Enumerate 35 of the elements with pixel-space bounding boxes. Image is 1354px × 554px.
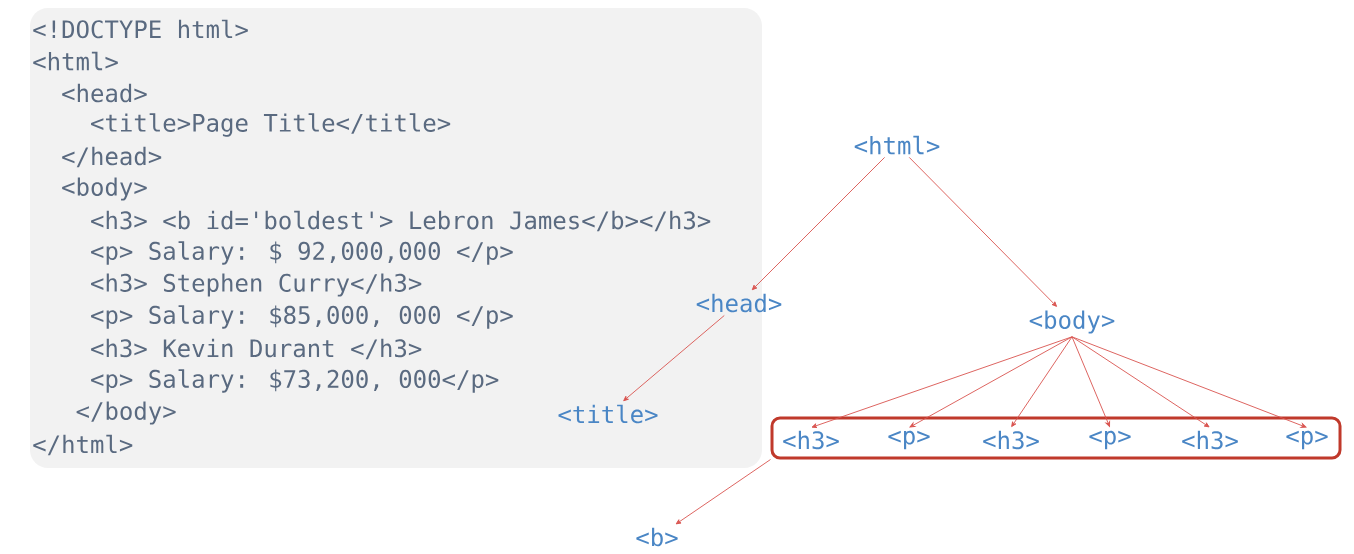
tag-label: <p> (1089, 430, 1131, 450)
tag-label: <p> (888, 430, 930, 450)
arrow (1071, 336, 1307, 428)
code-line: <!DOCTYPE html> (33, 19, 248, 39)
arrow (1071, 336, 1111, 427)
code-line: </head> (62, 146, 162, 168)
tag-label: <h3> (983, 430, 1039, 450)
code-line: <head> (62, 83, 147, 103)
tag-label: <body> (1029, 310, 1115, 334)
code-line: <title>Page Title</title> (91, 113, 451, 137)
tag-label: <title> (558, 404, 658, 424)
code-line: <p> Salary: $ 92,000,000 </p> (91, 241, 513, 265)
tag-label: <h3> (1182, 430, 1238, 450)
highlight-box (770, 416, 1342, 460)
arrow (908, 156, 1058, 307)
arrow (909, 336, 1073, 428)
code-line: <body> (62, 177, 147, 201)
code-line: <p> Salary: $85,000, 000 </p> (91, 305, 513, 329)
tag-label: <head> (696, 293, 782, 313)
arrow (1071, 336, 1210, 428)
arrow (623, 315, 725, 402)
code-line: <h3> Kevin Durant </h3> (91, 338, 422, 360)
code-line: <html> (33, 51, 118, 71)
arrow (675, 459, 771, 525)
code-line: <p> Salary: $73,200, 000</p> (91, 369, 499, 393)
code-line: <h3> Stephen Curry</h3> (91, 273, 422, 297)
tag-label: <p> (1286, 430, 1328, 450)
tag-label: <h3> (783, 430, 839, 450)
arrow (751, 156, 886, 291)
code-line: <h3> <b id='boldest'> Lebron James</b></h3> (91, 210, 711, 232)
code-line: </body> (76, 401, 176, 425)
tag-label: <b> (636, 527, 678, 547)
arrow (1011, 336, 1073, 427)
tag-label: <html> (854, 135, 940, 155)
code-line: </html> (33, 434, 133, 456)
